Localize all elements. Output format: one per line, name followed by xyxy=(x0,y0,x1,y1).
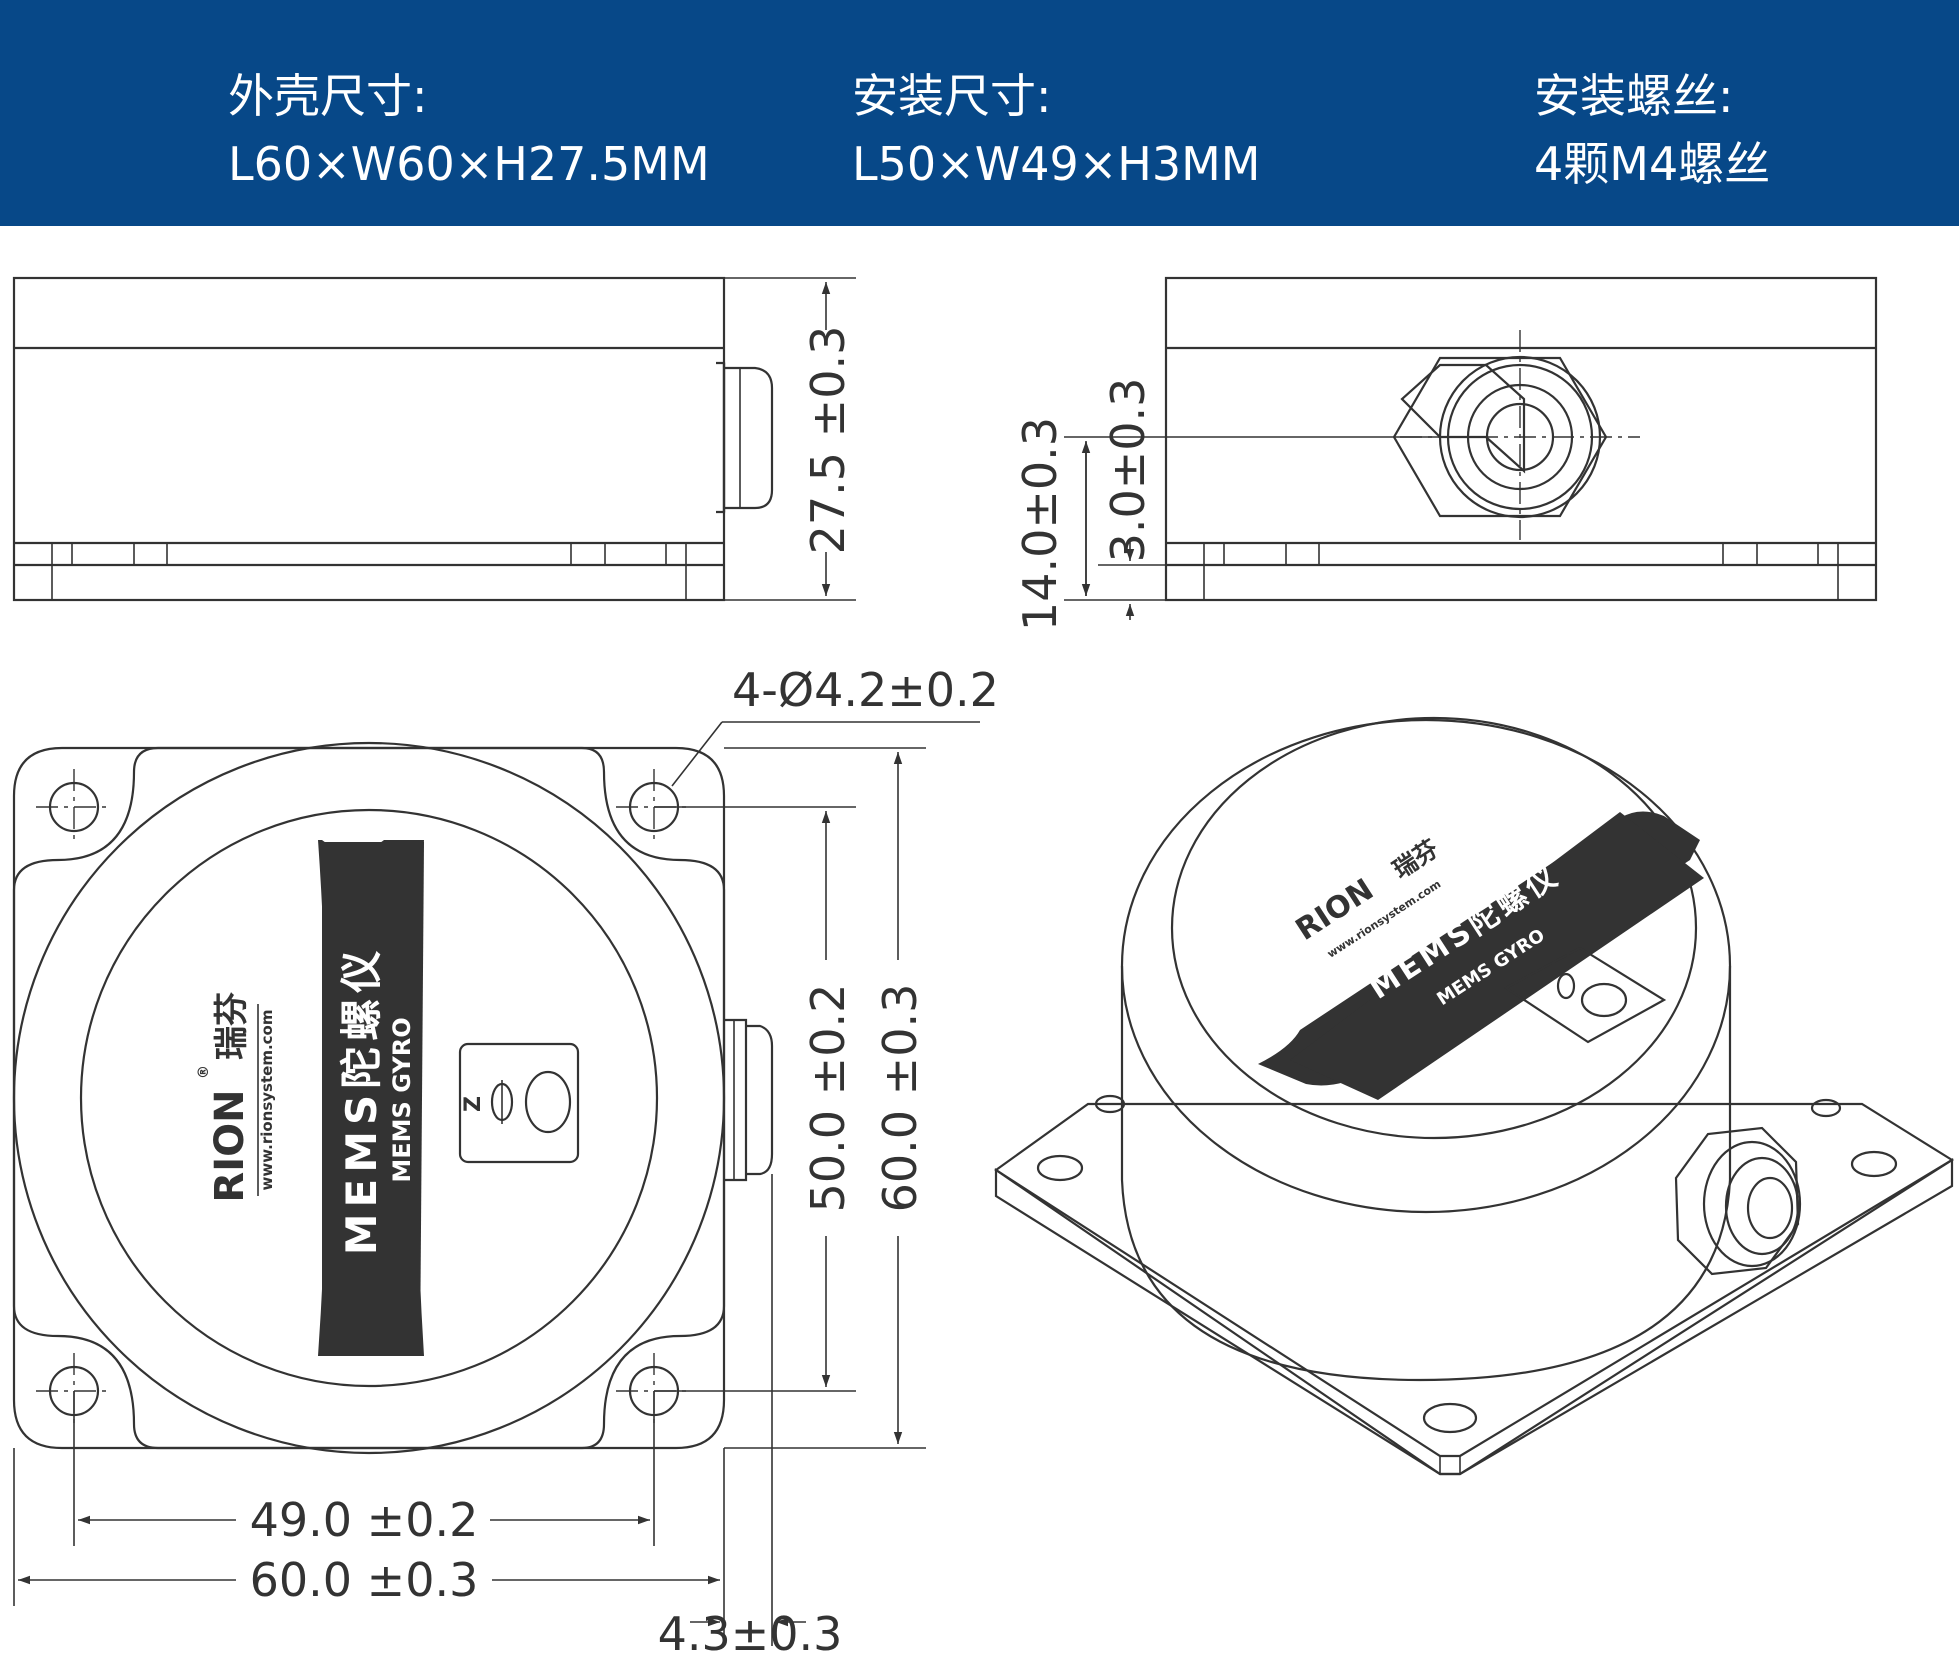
side-view: 27.5 ±0.3 xyxy=(12,276,856,602)
technical-drawing: 27.5 ±0.3 xyxy=(12,276,1955,1661)
dim-body-width: 60.0 ±0.3 xyxy=(250,1553,479,1607)
top-view: MEMS陀螺仪 MEMS GYRO RION 瑞芬 ® www.rionsyst… xyxy=(12,663,999,1661)
dim-mount-width: 49.0 ±0.2 xyxy=(250,1493,479,1547)
spec-header: 外壳尺寸: L60×W60×H27.5MM 安装尺寸: L50×W49×H3MM… xyxy=(0,0,1959,226)
iso-gland-nut xyxy=(1674,1126,1802,1276)
dim-body-height: 60.0 ±0.3 xyxy=(873,984,927,1213)
spec-housing-label: 外壳尺寸: xyxy=(228,69,428,123)
spec-screws-value: 4颗M4螺丝 xyxy=(1534,137,1771,191)
top-brand-logo: RION xyxy=(207,1089,253,1202)
front-view: 14.0±0.3 3.0±0.3 xyxy=(1013,276,1878,631)
top-label-subtitle: MEMS GYRO xyxy=(388,1017,416,1182)
top-brand-cn: 瑞芬 xyxy=(212,992,252,1060)
spec-screws-label: 安装螺丝: xyxy=(1534,69,1734,123)
spec-housing: 外壳尺寸: L60×W60×H27.5MM xyxy=(228,62,710,198)
dim-mount-height: 50.0 ±0.2 xyxy=(801,984,855,1213)
dim-connector-offset: 4.3±0.3 xyxy=(658,1607,843,1661)
iso-brand-cn: 瑞芬 xyxy=(1388,834,1444,884)
iso-axis-icon xyxy=(1503,946,1667,1044)
top-brand-url: www.rionsystem.com xyxy=(258,1010,276,1191)
spec-mounting-label: 安装尺寸: xyxy=(852,69,1052,123)
spec-housing-value: L60×W60×H27.5MM xyxy=(228,137,710,191)
front-view-feet xyxy=(1165,542,1877,600)
dim-hole-spec: 4-Ø4.2±0.2 xyxy=(732,663,999,717)
top-label-title: MEMS陀螺仪 xyxy=(337,945,386,1256)
gland-nut xyxy=(1392,330,1640,540)
dim-front-flange: 3.0±0.3 xyxy=(1101,378,1155,563)
spec-mounting-value: L50×W49×H3MM xyxy=(852,137,1261,191)
isometric-view: MEMS陀螺仪 MEMS GYRO RION 瑞芬 www.rionsystem… xyxy=(994,716,1955,1476)
spec-screws: 安装螺丝: 4颗M4螺丝 xyxy=(1534,62,1770,198)
spec-mounting: 安装尺寸: L50×W49×H3MM xyxy=(852,62,1261,198)
dim-front-total: 14.0±0.3 xyxy=(1013,417,1067,631)
top-brand-registered: ® xyxy=(196,1065,212,1079)
side-view-feet xyxy=(13,542,725,600)
top-connector xyxy=(724,1018,774,1182)
top-axis-label: Z xyxy=(461,1096,486,1112)
side-connector xyxy=(716,361,774,514)
dim-side-height: 27.5 ±0.3 xyxy=(801,326,855,555)
axis-icon: Z xyxy=(458,1042,580,1164)
